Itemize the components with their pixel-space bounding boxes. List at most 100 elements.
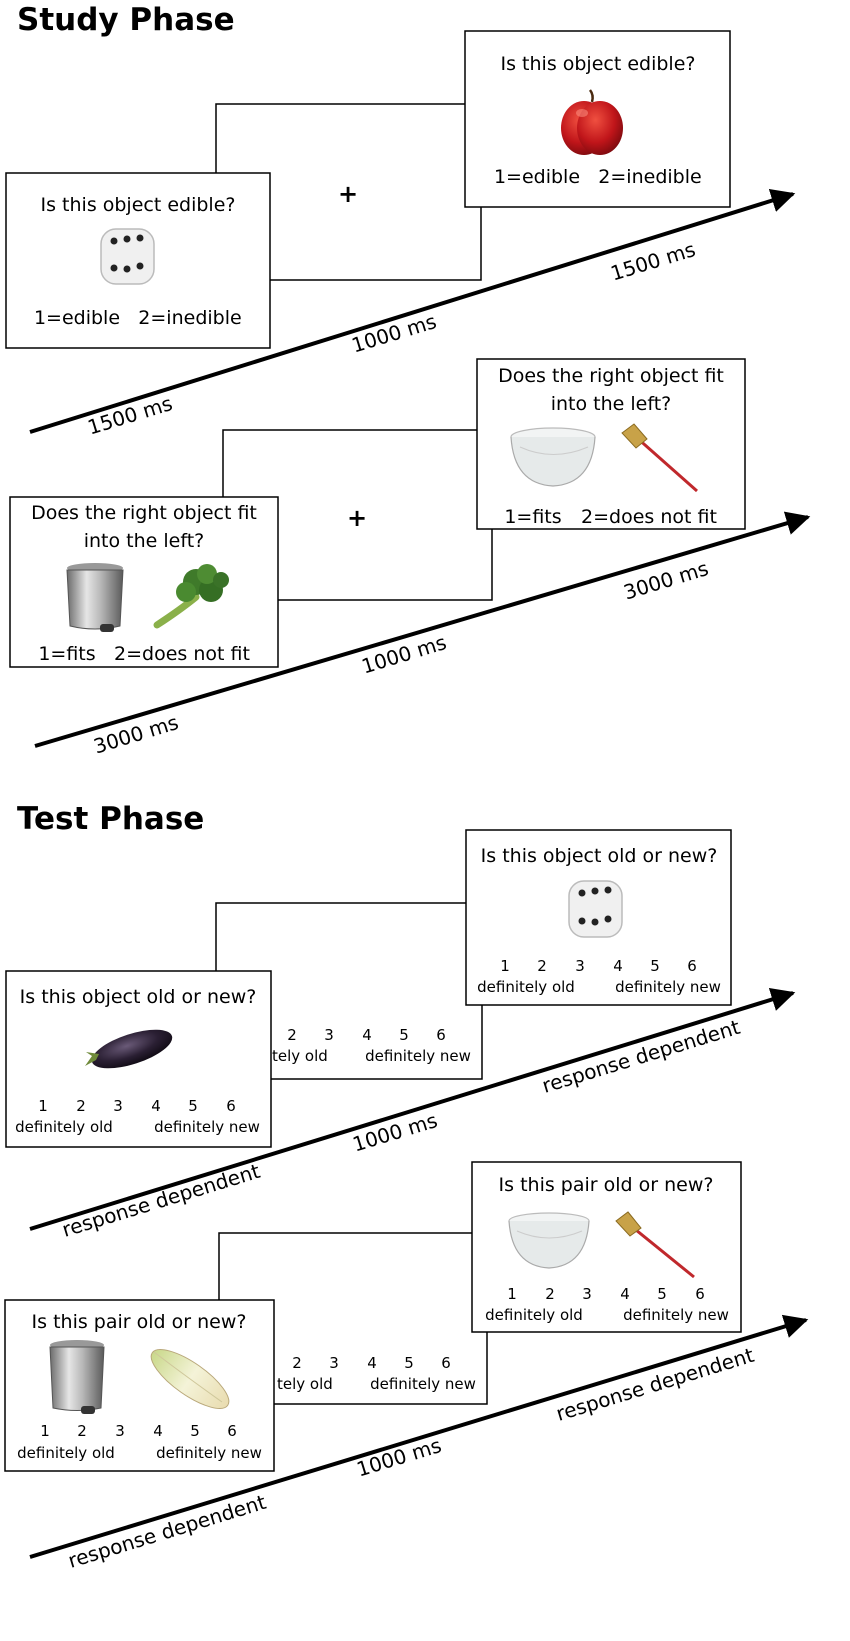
scale-number: 1 [500, 957, 510, 975]
scale-left-label: definitely old [15, 1118, 113, 1136]
fixation-cross: + [338, 180, 358, 208]
duration-label: 1000 ms [349, 309, 439, 357]
option-2: 2=inedible [138, 307, 241, 329]
study-screen-bowl-swatter: Does the right object fit into the left?… [476, 358, 746, 530]
broccoli-image [153, 564, 229, 629]
scale-number: 4 [620, 1285, 630, 1303]
scale-number: 5 [404, 1354, 414, 1372]
dice-image [100, 228, 155, 285]
timeline-arrow [29, 188, 796, 434]
scale-number: 3 [329, 1354, 339, 1372]
scale-number: 1 [40, 1422, 50, 1440]
scale-number: 2 [287, 1026, 297, 1044]
bowl-image [510, 427, 596, 487]
question-text: Is this object edible? [41, 194, 236, 216]
option-1: 1=fits [38, 643, 95, 665]
scale-number: 2 [292, 1354, 302, 1372]
scale-number: 6 [227, 1422, 237, 1440]
scale-number: 3 [582, 1285, 592, 1303]
flyswatter-image [621, 423, 698, 493]
apple-image [561, 89, 623, 155]
scale-number: 5 [657, 1285, 667, 1303]
scale-number: 3 [115, 1422, 125, 1440]
scale-left-label: definitely old [17, 1444, 115, 1462]
question-line-1: Does the right object fit [31, 502, 257, 524]
scale-number: 6 [226, 1097, 236, 1115]
endive-image [150, 1349, 230, 1409]
scale-number: 2 [537, 957, 547, 975]
scale-number: 4 [153, 1422, 163, 1440]
timeline-arrow [29, 1314, 809, 1559]
trash-can-image [49, 1340, 105, 1414]
scale-number: 6 [687, 957, 697, 975]
question-text: Is this object old or new? [20, 986, 257, 1008]
scale-number: 4 [362, 1026, 372, 1044]
test-phase-title: Test Phase [17, 801, 204, 837]
scale-right-label: definitely new [623, 1306, 729, 1324]
scale-number: 5 [190, 1422, 200, 1440]
flyswatter-image [615, 1211, 695, 1279]
study-screen-apple: Is this object edible? 1=edible 2=inedib… [464, 30, 731, 208]
duration-label: 1500 ms [85, 391, 175, 439]
question-text: Is this pair old or new? [32, 1311, 247, 1333]
duration-label: response dependent [65, 1490, 269, 1573]
duration-label: 1000 ms [354, 1433, 444, 1481]
scale-number: 5 [188, 1097, 198, 1115]
scale-right-label: definitely new [154, 1118, 260, 1136]
scale-number: 3 [324, 1026, 334, 1044]
scale-number: 2 [76, 1097, 86, 1115]
option-2: 2=inedible [598, 166, 701, 188]
option-2: 2=does not fit [114, 643, 250, 665]
scale-number: 5 [650, 957, 660, 975]
scale-number: 3 [113, 1097, 123, 1115]
option-1: 1=edible [34, 307, 120, 329]
bowl-image [508, 1212, 590, 1269]
question-text: Is this object edible? [501, 53, 696, 75]
trash-can-image [66, 563, 124, 632]
scale-right-label: definitely new [365, 1047, 471, 1065]
test-screen-trashcan-endive: Is this pair old or new? 1 2 3 4 5 6 def… [4, 1299, 275, 1472]
dice-image [568, 880, 623, 938]
timeline-arrow [34, 511, 811, 748]
eggplant-image [85, 1029, 173, 1069]
scale-number: 2 [77, 1422, 87, 1440]
study-screen-dice: Is this object edible? 1=edible 2=inedib… [5, 172, 271, 349]
duration-label: response dependent [553, 1343, 757, 1426]
option-1: 1=fits [504, 506, 561, 528]
option-2: 2=does not fit [581, 506, 717, 528]
question-text: Is this object old or new? [481, 845, 718, 867]
study-phase-title: Study Phase [17, 2, 235, 38]
duration-label: 3000 ms [621, 556, 711, 604]
question-line-2: into the left? [84, 530, 205, 552]
scale-number: 5 [399, 1026, 409, 1044]
scale-number: 4 [367, 1354, 377, 1372]
scale-number: 4 [151, 1097, 161, 1115]
scale-left-label: tely old [272, 1047, 328, 1065]
scale-number: 4 [613, 957, 623, 975]
scale-number: 1 [507, 1285, 517, 1303]
test-screen-eggplant: Is this object old or new? 1 2 3 4 5 6 d… [5, 970, 272, 1148]
question-line-2: into the left? [551, 393, 672, 415]
scale-number: 6 [695, 1285, 705, 1303]
scale-number: 3 [575, 957, 585, 975]
scale-right-label: definitely new [615, 978, 721, 996]
scale-number: 6 [436, 1026, 446, 1044]
fixation-cross: + [347, 504, 367, 532]
duration-label: response dependent [59, 1159, 263, 1242]
timeline-arrow [29, 987, 796, 1231]
test-screen-dice: Is this object old or new? 1 2 3 4 5 6 d… [465, 829, 732, 1006]
scale-right-label: definitely new [156, 1444, 262, 1462]
scale-number: 6 [441, 1354, 451, 1372]
study-screen-trashcan-broccoli: Does the right object fit into the left?… [9, 496, 279, 668]
scale-left-label: tely old [277, 1375, 333, 1393]
duration-label: 1500 ms [608, 237, 698, 285]
scale-left-label: definitely old [485, 1306, 583, 1324]
duration-label: response dependent [539, 1015, 743, 1098]
scale-number: 1 [38, 1097, 48, 1115]
option-1: 1=edible [494, 166, 580, 188]
question-text: Is this pair old or new? [499, 1174, 714, 1196]
scale-number: 2 [545, 1285, 555, 1303]
question-line-1: Does the right object fit [498, 365, 724, 387]
scale-left-label: definitely old [477, 978, 575, 996]
